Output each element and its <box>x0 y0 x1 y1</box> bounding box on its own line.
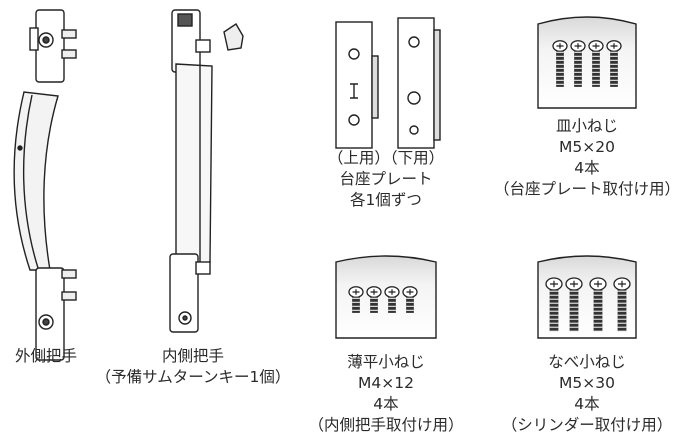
thin-screw-icon <box>384 286 400 313</box>
flat-screw-bag-drawing <box>537 16 637 109</box>
flat-screw-icon <box>570 40 586 87</box>
base-plate-labels: （上用）（下用） <box>327 149 445 167</box>
pan-screw-size: M5×30 <box>559 374 615 392</box>
thin-screw-icon <box>402 286 418 313</box>
flat-screw-qty: 4本 <box>574 159 600 177</box>
pan-screw-bag-drawing <box>537 255 637 339</box>
outer-handle-name: 外側把手 <box>14 347 78 365</box>
flat-screw-name: 皿小ねじ <box>555 117 619 135</box>
thin-screw-icon <box>348 286 364 313</box>
flat-screw-caption: 皿小ねじ M5×20 4本 （台座プレート取付け用） <box>494 116 680 200</box>
flat-screw-use: （台座プレート取付け用） <box>493 180 681 198</box>
base-plate-qty: 各1個ずつ <box>350 191 422 209</box>
thin-screw-name: 薄平小ねじ <box>347 353 425 371</box>
pan-screw-icon <box>589 277 607 332</box>
pan-screw-icon <box>545 277 563 332</box>
base-plate-name: 台座プレート <box>339 170 433 188</box>
screws-layer <box>348 40 631 332</box>
pan-screw-use: （シリンダー取付け用） <box>501 416 673 434</box>
base-plate-lower-drawing <box>397 17 441 149</box>
thin-screw-caption: 薄平小ねじ M4×12 4本 （内側把手取付け用） <box>308 352 463 436</box>
inner-handle-name: 内側把手 <box>161 347 224 365</box>
pan-screw-caption: なべ小ねじ M5×30 4本 （シリンダー取付け用） <box>502 352 673 436</box>
thin-screw-bag-drawing <box>335 255 437 339</box>
flat-screw-icon <box>606 40 622 87</box>
flat-screw-icon <box>552 40 568 87</box>
flat-screw-size: M5×20 <box>559 138 615 156</box>
thin-screw-size: M4×12 <box>358 374 414 392</box>
pan-screw-icon <box>565 277 583 332</box>
outer-handle-caption: 外側把手 <box>15 346 77 367</box>
pan-screw-name: なべ小ねじ <box>548 353 626 371</box>
base-plate-upper-drawing <box>335 21 379 149</box>
inner-handle-drawing <box>169 9 244 333</box>
flat-screw-icon <box>588 40 604 87</box>
pan-screw-icon <box>613 277 631 332</box>
thin-screw-icon <box>366 286 382 313</box>
thin-screw-use: （内側把手取付け用） <box>308 416 464 434</box>
outer-handle-drawing <box>13 9 77 361</box>
pan-screw-qty: 4本 <box>574 395 600 413</box>
inner-handle-caption: 内側把手 （予備サムターンキー1個） <box>96 346 291 388</box>
base-plate-caption: （上用）（下用） 台座プレート 各1個ずつ <box>328 148 444 211</box>
thin-screw-qty: 4本 <box>373 395 399 413</box>
inner-handle-note: （予備サムターンキー1個） <box>95 368 291 386</box>
